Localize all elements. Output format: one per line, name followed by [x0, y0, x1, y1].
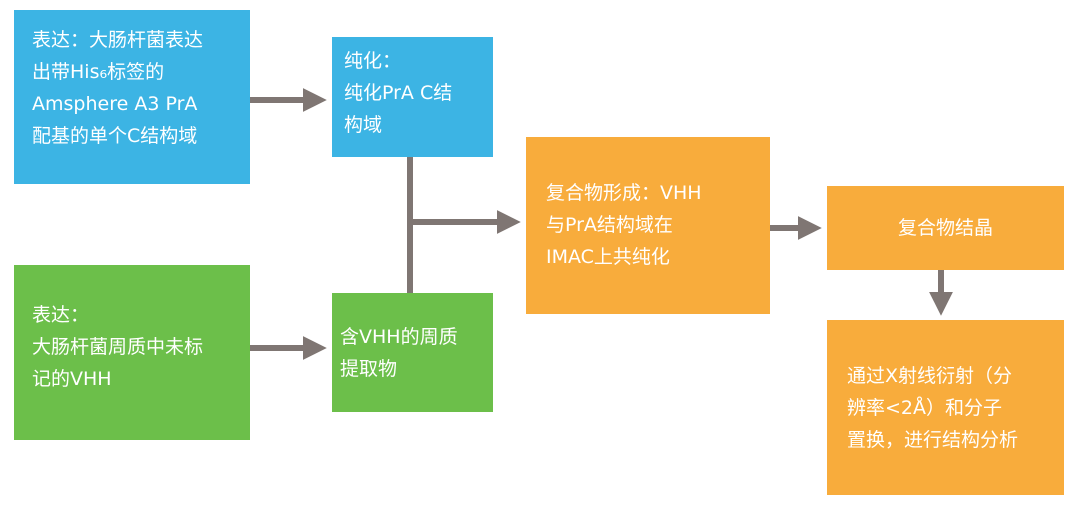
- node-express-vhh: 表达： 大肠杆菌周质中未标 记的VHH: [14, 265, 250, 440]
- node-structure-analysis: 通过X射线衍射（分 辨率<2Å）和分子 置换，进行结构分析: [827, 320, 1064, 495]
- node-crystallization-label: 复合物结晶: [897, 217, 993, 239]
- node-crystallization: 复合物结晶: [827, 186, 1064, 270]
- node-complex-formation: 复合物形成：VHH 与PrA结构域在 IMAC上共纯化: [526, 137, 770, 314]
- node-express-pra: 表达：大肠杆菌表达 出带His₆标签的 Amsphere A3 PrA 配基的单…: [14, 10, 250, 184]
- node-vhh-extract: 含VHH的周质 提取物: [332, 293, 493, 412]
- node-purify: 纯化： 纯化PrA C结 构域: [332, 37, 493, 157]
